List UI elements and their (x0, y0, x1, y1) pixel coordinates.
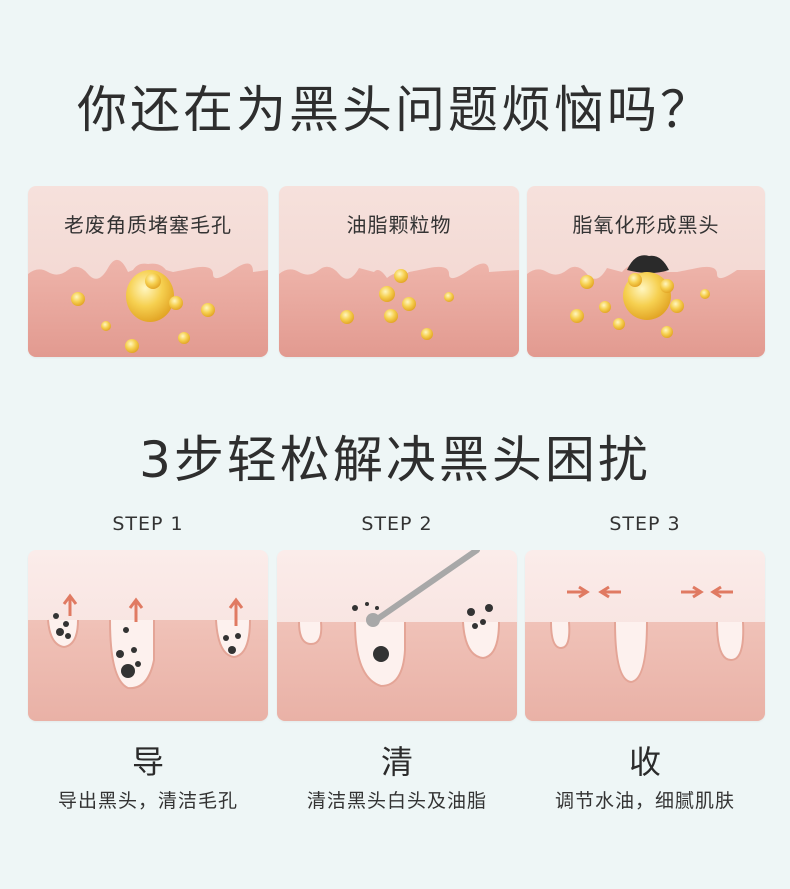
step-panel-shrink (525, 550, 765, 721)
clean-illustration (277, 550, 517, 721)
problem-panel-clogged-pores: 老废角质堵塞毛孔 (28, 186, 268, 357)
problem-label: 油脂颗粒物 (346, 213, 452, 237)
step-panel-clean (277, 550, 517, 721)
step-1-label: STEP 1 (112, 513, 184, 535)
solution-headline: 3步轻松解决黑头困扰 (139, 431, 651, 489)
shrink-illustration (525, 585, 765, 721)
step-2-title: 清 (380, 743, 413, 781)
step-2-label: STEP 2 (361, 513, 433, 535)
step-1-title: 导 (131, 743, 164, 781)
problem-label: 老废角质堵塞毛孔 (64, 213, 232, 237)
step-2-description: 清洁黑头白头及油脂 (306, 790, 487, 812)
problem-panel-oxidized-blackhead: 脂氧化形成黑头 (527, 186, 765, 357)
step-panel-extract (28, 550, 268, 721)
step-3-description: 调节水油，细腻肌肤 (554, 790, 735, 812)
problem-label: 脂氧化形成黑头 (572, 213, 720, 237)
oil-particle-illustration (279, 263, 519, 357)
step-1-description: 导出黑头，清洁毛孔 (57, 790, 238, 812)
step-3-label: STEP 3 (609, 513, 681, 535)
step-3-title: 收 (628, 743, 661, 781)
problem-headline: 你还在为黑头问题烦恼吗？ (77, 81, 713, 139)
extract-illustration (28, 593, 268, 721)
oxidized-blackhead-illustration (527, 255, 765, 357)
problem-panel-oil-particles: 油脂颗粒物 (279, 186, 519, 357)
clogged-pore-illustration (28, 259, 268, 357)
